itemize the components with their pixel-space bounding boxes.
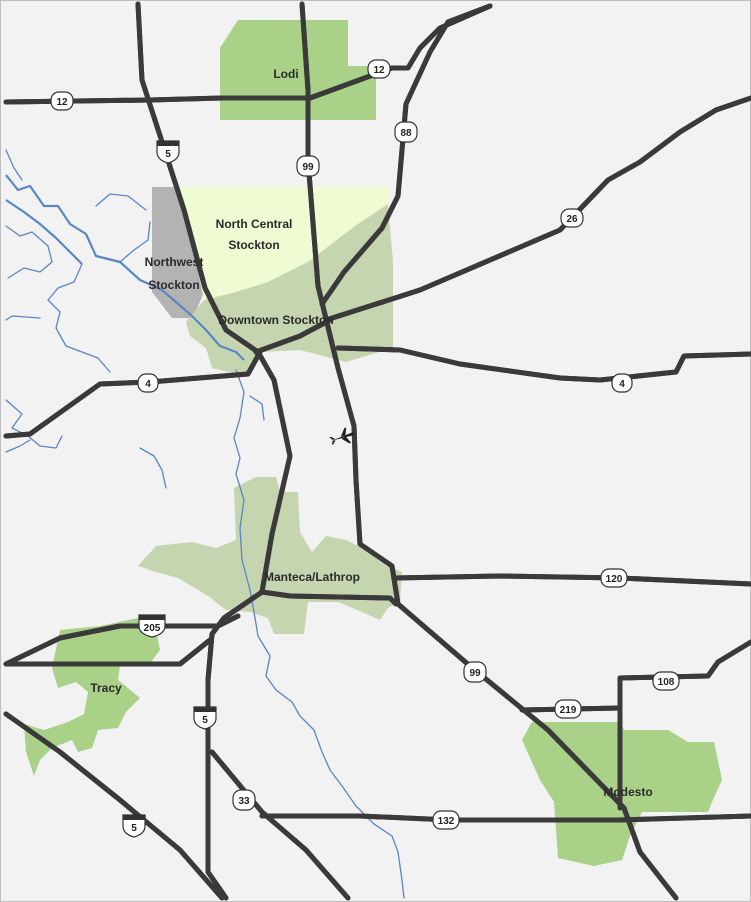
svg-text:33: 33	[238, 796, 250, 807]
river-delta-3	[47, 263, 111, 373]
river-delta-6	[139, 447, 167, 489]
shield-sr99-south: 99	[463, 661, 487, 683]
place-labels: Lodi North Central Stockton Northwest St…	[90, 67, 652, 799]
shield-sr120: 120	[600, 568, 628, 588]
label-tracy: Tracy	[90, 681, 122, 695]
shield-sr33: 33	[232, 789, 256, 811]
area-stockton-urban	[186, 204, 393, 376]
river-delta-2	[5, 149, 53, 279]
label-north-central-2: Stockton	[228, 238, 279, 252]
area-lodi	[220, 20, 376, 120]
shield-i5-south: 5	[122, 814, 146, 838]
svg-text:12: 12	[373, 65, 385, 76]
shield-sr4-west: 4	[137, 373, 159, 393]
airplane-icon	[329, 427, 356, 445]
shield-i5-mid: 5	[193, 706, 217, 730]
interstate-shields: 5 205 5 5	[122, 140, 217, 838]
label-northwest-2: Stockton	[148, 278, 199, 292]
label-manteca-lathrop: Manteca/Lathrop	[264, 570, 360, 584]
svg-text:88: 88	[400, 128, 412, 139]
svg-text:132: 132	[438, 816, 455, 827]
svg-text:4: 4	[619, 379, 625, 390]
area-tracy	[24, 618, 160, 776]
svg-text:5: 5	[131, 823, 137, 834]
shield-sr88: 88	[394, 121, 418, 143]
shield-sr12-east: 12	[367, 59, 391, 79]
shield-sr219: 219	[554, 699, 582, 719]
svg-text:5: 5	[165, 149, 171, 160]
route-shields: 12 12 99 88 26 4 4 120	[50, 59, 680, 830]
svg-text:99: 99	[469, 668, 481, 679]
shield-sr26: 26	[560, 208, 584, 228]
shield-sr4-east: 4	[611, 373, 633, 393]
shield-i5-north: 5	[156, 140, 180, 164]
label-lodi: Lodi	[273, 67, 298, 81]
shield-sr99-north: 99	[296, 155, 320, 177]
shield-i205: 205	[138, 614, 166, 638]
svg-text:219: 219	[560, 705, 577, 716]
river-delta-4	[5, 193, 151, 321]
roads	[3, 1, 751, 901]
svg-text:108: 108	[658, 677, 675, 688]
svg-text:99: 99	[302, 162, 314, 173]
river-delta-1	[5, 199, 83, 265]
label-modesto: Modesto	[603, 785, 652, 799]
shield-sr12-west: 12	[50, 91, 74, 111]
svg-text:4: 4	[145, 379, 151, 390]
label-northwest-1: Northwest	[145, 255, 204, 269]
svg-text:120: 120	[606, 574, 623, 585]
label-downtown-stockton: Downtown Stockton	[218, 313, 333, 327]
svg-text:5: 5	[202, 715, 208, 726]
side-channel	[249, 395, 265, 421]
svg-text:26: 26	[566, 214, 578, 225]
shield-sr132: 132	[432, 810, 460, 830]
area-north-central-stockton	[178, 187, 390, 300]
label-north-central-1: North Central	[216, 217, 293, 231]
svg-text:205: 205	[144, 623, 161, 634]
shield-sr108: 108	[652, 671, 680, 691]
svg-text:12: 12	[56, 97, 68, 108]
